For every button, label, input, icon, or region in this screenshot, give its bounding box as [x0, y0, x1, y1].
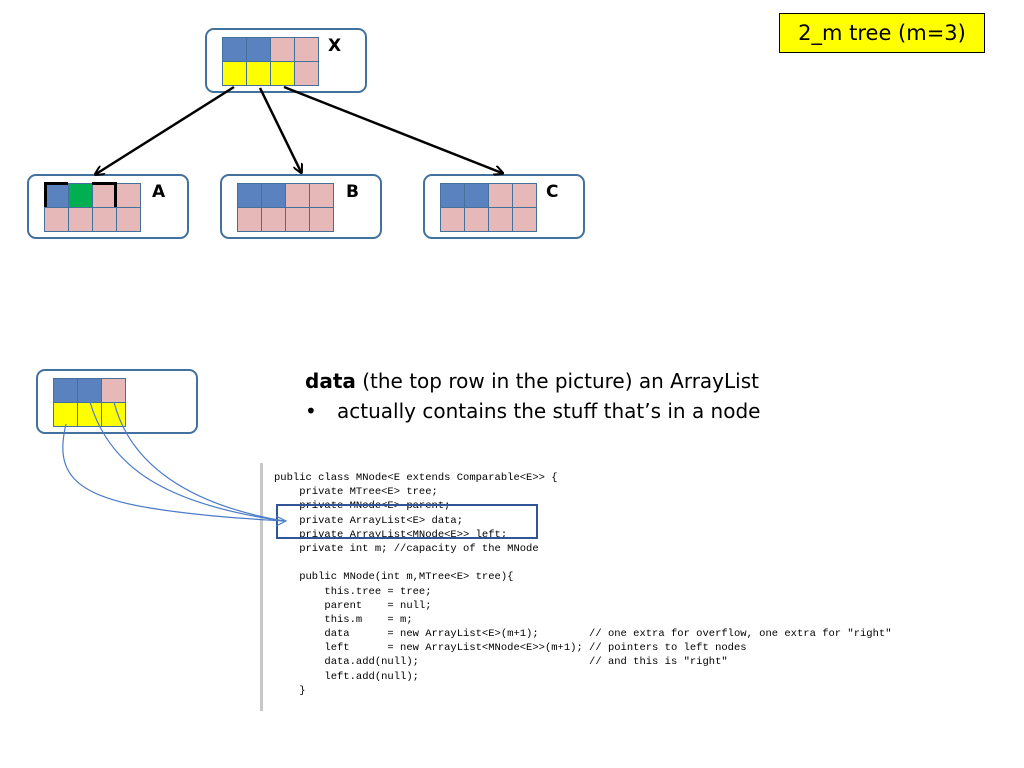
node-c: C [423, 174, 585, 239]
cell-top-3 [489, 184, 513, 208]
cell-top-1 [54, 379, 78, 403]
cell-top-1 [441, 184, 465, 208]
description-line: data (the top row in the picture) an Arr… [305, 366, 760, 396]
cell-bottom-4 [310, 208, 334, 232]
description: data (the top row in the picture) an Arr… [305, 366, 760, 426]
code-line: this.m = m; [274, 613, 413, 626]
cell-bottom-1 [238, 208, 262, 232]
cell-top-2 [262, 184, 286, 208]
code-line: private ArrayList<E> data; [274, 514, 464, 527]
cell-bottom-3 [489, 208, 513, 232]
code-line: } [274, 684, 306, 697]
node-a-mark-right-top [92, 182, 117, 185]
cell-bottom-1 [223, 62, 247, 86]
node-x: X [205, 28, 367, 93]
cell-top-4 [295, 38, 319, 62]
cell-bottom-1 [441, 208, 465, 232]
code-line: public MNode(int m,MTree<E> tree){ [274, 571, 514, 584]
code-line: data = new ArrayList<E>(m+1); // one ext… [274, 628, 892, 641]
cell-top-3 [93, 184, 117, 208]
code-line: private MNode<E> parent; [274, 500, 451, 513]
cell-bottom-3 [93, 208, 117, 232]
bullet-dot-icon: • [305, 399, 317, 423]
connector-cell-2 [89, 401, 285, 522]
cell-bottom-2 [69, 208, 93, 232]
code-line: data.add(null); // and this is "right" [274, 656, 728, 669]
node-x-cells [222, 37, 319, 86]
cell-top-4 [513, 184, 537, 208]
connector-cell-3 [113, 401, 285, 522]
code-line: public class MNode<E extends Comparable<… [274, 472, 558, 484]
node-a: A [27, 174, 189, 239]
code-highlight-box [276, 504, 538, 539]
node-b: B [220, 174, 382, 239]
node-c-label: C [546, 182, 559, 202]
cell-top-1 [45, 184, 69, 208]
node-a-mark-left-top [44, 182, 68, 185]
description-rest: (the top row in the picture) an ArrayLis… [355, 369, 759, 393]
cell-top-4 [310, 184, 334, 208]
cell-top-2 [78, 379, 102, 403]
node-b-cells [237, 183, 334, 232]
arrow-x-to-b [258, 87, 301, 172]
cell-bottom-2 [262, 208, 286, 232]
cell-bottom-3 [286, 208, 310, 232]
description-bullet-text: actually contains the stuff that’s in a … [337, 399, 761, 423]
cell-top-3 [286, 184, 310, 208]
cell-bottom-4 [513, 208, 537, 232]
description-bullet: • actually contains the stuff that’s in … [305, 396, 760, 426]
code-lines: public class MNode<E extends Comparable<… [274, 471, 892, 698]
cell-top-2 [69, 184, 93, 208]
cell-bottom-4 [295, 62, 319, 86]
cell-top-2 [465, 184, 489, 208]
code-line: left.add(null); [274, 670, 419, 683]
code-line: left = new ArrayList<MNode<E>>(m+1); // … [274, 642, 747, 655]
connector-cell-1 [62, 423, 285, 522]
cell-bottom-3 [102, 403, 126, 427]
cell-bottom-3 [271, 62, 295, 86]
code-line: private int m; //capacity of the MNode [274, 542, 539, 555]
node-x-label: X [328, 36, 342, 56]
node-detail-cells [53, 378, 126, 427]
code-line: parent = null; [274, 599, 432, 612]
cell-top-1 [223, 38, 247, 62]
cell-bottom-1 [45, 208, 69, 232]
node-a-label: A [152, 182, 166, 202]
cell-top-2 [247, 38, 271, 62]
code-line: this.tree = tree; [274, 585, 432, 598]
code-listing: public class MNode<E extends Comparable<… [260, 463, 1000, 711]
node-a-mark-left-side [44, 182, 47, 207]
diagram-title: 2_m tree (m=3) [779, 13, 985, 53]
cell-top-3 [271, 38, 295, 62]
connector-arrowhead-icon [275, 515, 288, 527]
node-c-cells [440, 183, 537, 232]
node-a-cells [44, 183, 141, 232]
cell-top-1 [238, 184, 262, 208]
code-line: private MTree<E> tree; [274, 486, 438, 499]
node-b-label: B [346, 182, 359, 202]
node-detail [36, 369, 198, 434]
cell-top-4 [117, 184, 141, 208]
description-term: data [305, 369, 356, 393]
node-a-mark-right-side [114, 182, 117, 207]
arrow-x-to-c [283, 85, 502, 173]
cell-bottom-4 [117, 208, 141, 232]
cell-bottom-2 [247, 62, 271, 86]
arrow-x-to-a [96, 85, 235, 174]
cell-bottom-2 [465, 208, 489, 232]
